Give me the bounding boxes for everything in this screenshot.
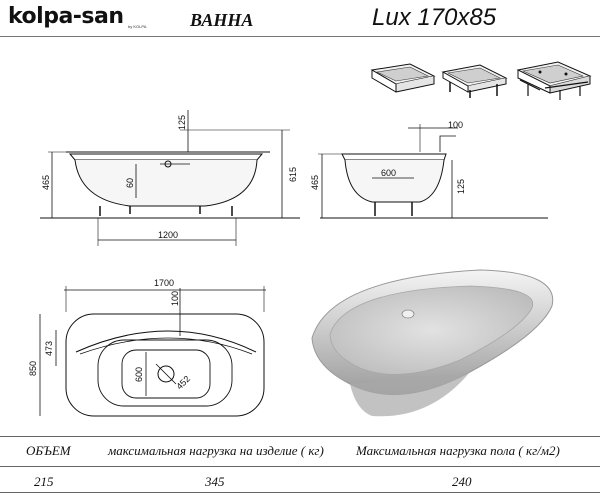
table-top-rule: [0, 436, 600, 437]
dim-top-length: 1700: [154, 278, 174, 288]
front-view-drawing: 465 60 125 615 1200: [40, 110, 300, 246]
table-header-max-load: максимальная нагрузка на изделие ( кг): [108, 443, 324, 458]
brand-logo: kolpa-san: [8, 4, 124, 29]
dim-top-width: 850: [28, 361, 38, 376]
table-mid-rule: [0, 466, 600, 467]
side-view-drawing: 100 465 600 125: [310, 120, 548, 219]
bathtub-3d-render: [311, 269, 554, 417]
dim-front-rim: 125: [177, 115, 187, 130]
dim-side-rim-top: 100: [448, 120, 463, 130]
table-header-floor-load: Максимальная нагрузка пола ( кг/м2): [356, 443, 560, 458]
dim-top-inner: 473: [44, 341, 54, 356]
table-value-floor-load: 240: [452, 474, 472, 489]
bathtub-frame-icon: [441, 64, 508, 98]
brand-subtitle: by KOLPA: [128, 24, 147, 29]
dim-side-base-height: 125: [456, 179, 466, 194]
dim-top-inner-width: 600: [134, 367, 144, 382]
table-header-volume: ОБЪЕМ: [26, 443, 71, 458]
dim-front-overall-height: 615: [288, 167, 298, 182]
bathtub-hydromassage-icon: [516, 61, 592, 100]
model-name: Lux 170x85: [372, 4, 497, 31]
table-bottom-rule: [0, 492, 600, 493]
dim-top-drain-offset: 100: [170, 291, 180, 306]
table-value-volume: 215: [34, 474, 54, 489]
bathtub-plain-icon: [370, 63, 436, 93]
dim-front-height: 465: [41, 175, 51, 190]
header-divider: [0, 36, 600, 37]
dim-side-base-width: 600: [381, 168, 396, 178]
dim-front-depth: 60: [125, 178, 135, 188]
top-view-drawing: 1700 850 473 100 600 452: [28, 278, 266, 417]
dim-side-height: 465: [310, 175, 320, 190]
table-value-max-load: 345: [205, 474, 225, 489]
dim-front-base-length: 1200: [158, 230, 178, 240]
product-type: ВАННА: [190, 10, 254, 30]
